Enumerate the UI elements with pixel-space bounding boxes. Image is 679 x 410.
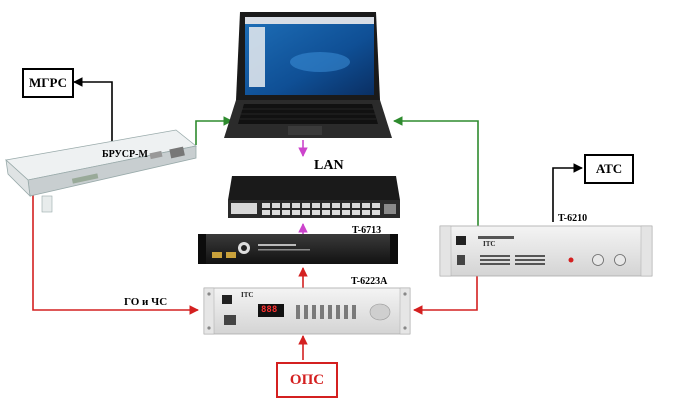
mgrs-box: МГРС xyxy=(22,68,74,98)
t6223a-device xyxy=(203,287,411,335)
link-t6210-t6223a xyxy=(413,276,478,315)
t6210-itc-logo: ITC xyxy=(483,240,496,248)
go-chs-label: ГО и ЧС xyxy=(124,296,168,308)
ats-label: АТС xyxy=(595,161,623,176)
link-brusr-t6223a xyxy=(32,175,199,315)
t6223a-label: T-6223A xyxy=(351,276,388,287)
brusr-label: БРУСР-М xyxy=(102,149,148,160)
ats-box: АТС xyxy=(584,154,634,184)
laptop-device xyxy=(224,12,392,138)
t6210-device xyxy=(439,225,653,277)
link-t6210-ats xyxy=(552,163,583,222)
lan-switch xyxy=(228,176,400,218)
t6223a-itc-logo: ITC xyxy=(241,291,254,299)
t6713-label: T-6713 xyxy=(352,225,382,236)
link-brusr-mgrs xyxy=(73,77,113,145)
t6210-label: T-6210 xyxy=(558,213,588,224)
lan-label: LAN xyxy=(314,158,344,173)
t6713-device xyxy=(198,234,398,264)
link-brusr-laptop xyxy=(195,116,233,145)
t6223a-display: 888 xyxy=(261,305,278,315)
ops-box: ОПС xyxy=(276,362,338,398)
mgrs-label: МГРС xyxy=(28,75,68,90)
brusr-m-device xyxy=(5,129,197,213)
link-t6210-laptop xyxy=(393,116,479,226)
ops-label: ОПС xyxy=(289,371,325,388)
